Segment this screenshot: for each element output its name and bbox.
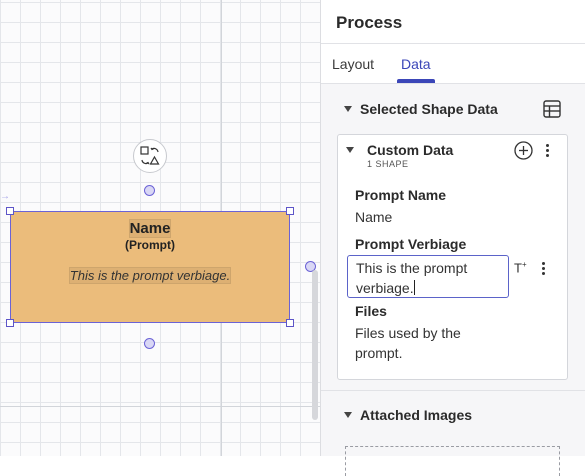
text-format-icon[interactable]: T+	[514, 260, 527, 276]
custom-data-card: Custom Data 1 SHAPE Prompt Name Name Pro…	[337, 134, 568, 380]
field-value-line: prompt.	[355, 345, 403, 361]
image-drop-zone[interactable]	[345, 446, 560, 476]
input-line: verbiage.	[356, 280, 415, 296]
resize-handle-top-right[interactable]	[286, 207, 294, 215]
data-panel-body: Selected Shape Data Custom Data 1 SHAPE …	[321, 84, 585, 476]
field-label-prompt-verbiage: Prompt Verbiage	[355, 236, 467, 252]
canvas-scrollbar[interactable]	[312, 270, 318, 420]
connection-point-bottom[interactable]	[144, 338, 155, 349]
shape-swap-icon	[140, 146, 160, 165]
process-shape[interactable]: Name (Prompt) This is the prompt verbiag…	[10, 211, 290, 323]
divider	[321, 83, 585, 84]
shape-verbiage-text[interactable]: This is the prompt verbiage.	[69, 268, 231, 283]
grid-line	[0, 406, 320, 407]
connection-point-top[interactable]	[144, 185, 155, 196]
field-value-prompt-name[interactable]: Name	[355, 209, 393, 225]
input-line: This is the prompt	[356, 260, 468, 276]
custom-data-heading: Custom Data	[367, 142, 454, 158]
field-value-files[interactable]: Files used by the prompt.	[355, 323, 461, 363]
add-field-button[interactable]	[514, 141, 533, 160]
connection-point-right[interactable]	[305, 261, 316, 272]
shape-subtitle-text: (Prompt)	[125, 238, 175, 252]
collapse-caret-icon[interactable]	[344, 106, 352, 112]
selected-shape-data-heading: Selected Shape Data	[360, 101, 498, 117]
collapse-caret-icon[interactable]	[344, 412, 352, 418]
shape-swap-button[interactable]	[133, 139, 167, 173]
more-options-icon[interactable]	[546, 144, 550, 159]
text-cursor	[413, 280, 415, 295]
shape-count-label: 1 SHAPE	[367, 159, 409, 169]
tab-layout[interactable]: Layout	[332, 56, 375, 72]
shape-name-text[interactable]: Name	[129, 220, 171, 237]
resize-handle-bottom-right[interactable]	[286, 319, 294, 327]
prompt-verbiage-input[interactable]: This is the prompt verbiage.	[347, 255, 509, 298]
field-label-files: Files	[355, 303, 387, 319]
active-tab-indicator	[397, 79, 435, 83]
attached-images-heading: Attached Images	[360, 407, 473, 423]
resize-handle-bottom-left[interactable]	[6, 319, 14, 327]
tab-data[interactable]: Data	[401, 56, 431, 72]
connector-arrow-icon: →	[0, 191, 10, 202]
panel-title: Process	[336, 13, 403, 32]
properties-panel: Process Layout Data Selected Shape Data …	[320, 0, 585, 476]
collapse-caret-icon[interactable]	[346, 147, 354, 153]
divider	[321, 43, 585, 44]
field-label-prompt-name: Prompt Name	[355, 187, 447, 203]
resize-handle-top-left[interactable]	[6, 207, 14, 215]
divider	[321, 390, 585, 391]
diagram-canvas[interactable]: → Name (Prompt) This is the prompt verbi…	[0, 0, 320, 456]
field-value-line: Files used by the	[355, 325, 461, 341]
table-view-icon[interactable]	[543, 100, 561, 118]
field-options-icon[interactable]	[542, 262, 546, 277]
